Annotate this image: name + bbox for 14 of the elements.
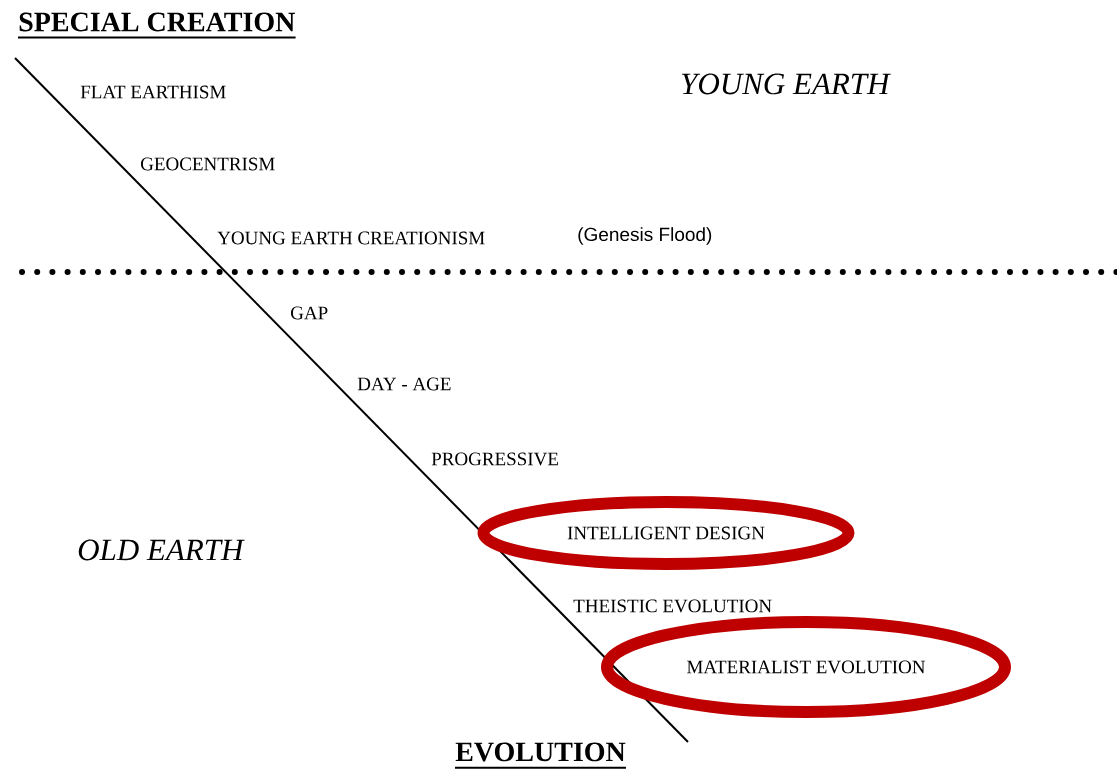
note-text: (Genesis Flood) xyxy=(578,227,712,245)
spectrum-label: GEOCENTRISM xyxy=(141,157,275,171)
spectrum-label: FLAT EARTHISM xyxy=(80,85,226,99)
spectrum-label: GAP xyxy=(291,306,328,320)
circled-label: MATERIALIST EVOLUTION xyxy=(601,616,1011,718)
spectrum-label: YOUNG EARTH CREATIONISM xyxy=(217,231,485,245)
heading: EVOLUTION xyxy=(454,742,627,769)
spectrum-label: PROGRESSIVE xyxy=(431,452,558,466)
heading: SPECIAL CREATION xyxy=(17,12,297,39)
region-label: OLD EARTH xyxy=(78,539,245,561)
region-label: YOUNG EARTH xyxy=(682,73,891,95)
spectrum-label: DAY - AGE xyxy=(357,377,451,391)
circled-label: INTELLIGENT DESIGN xyxy=(477,496,855,570)
spectrum-label: THEISTIC EVOLUTION xyxy=(573,599,772,613)
